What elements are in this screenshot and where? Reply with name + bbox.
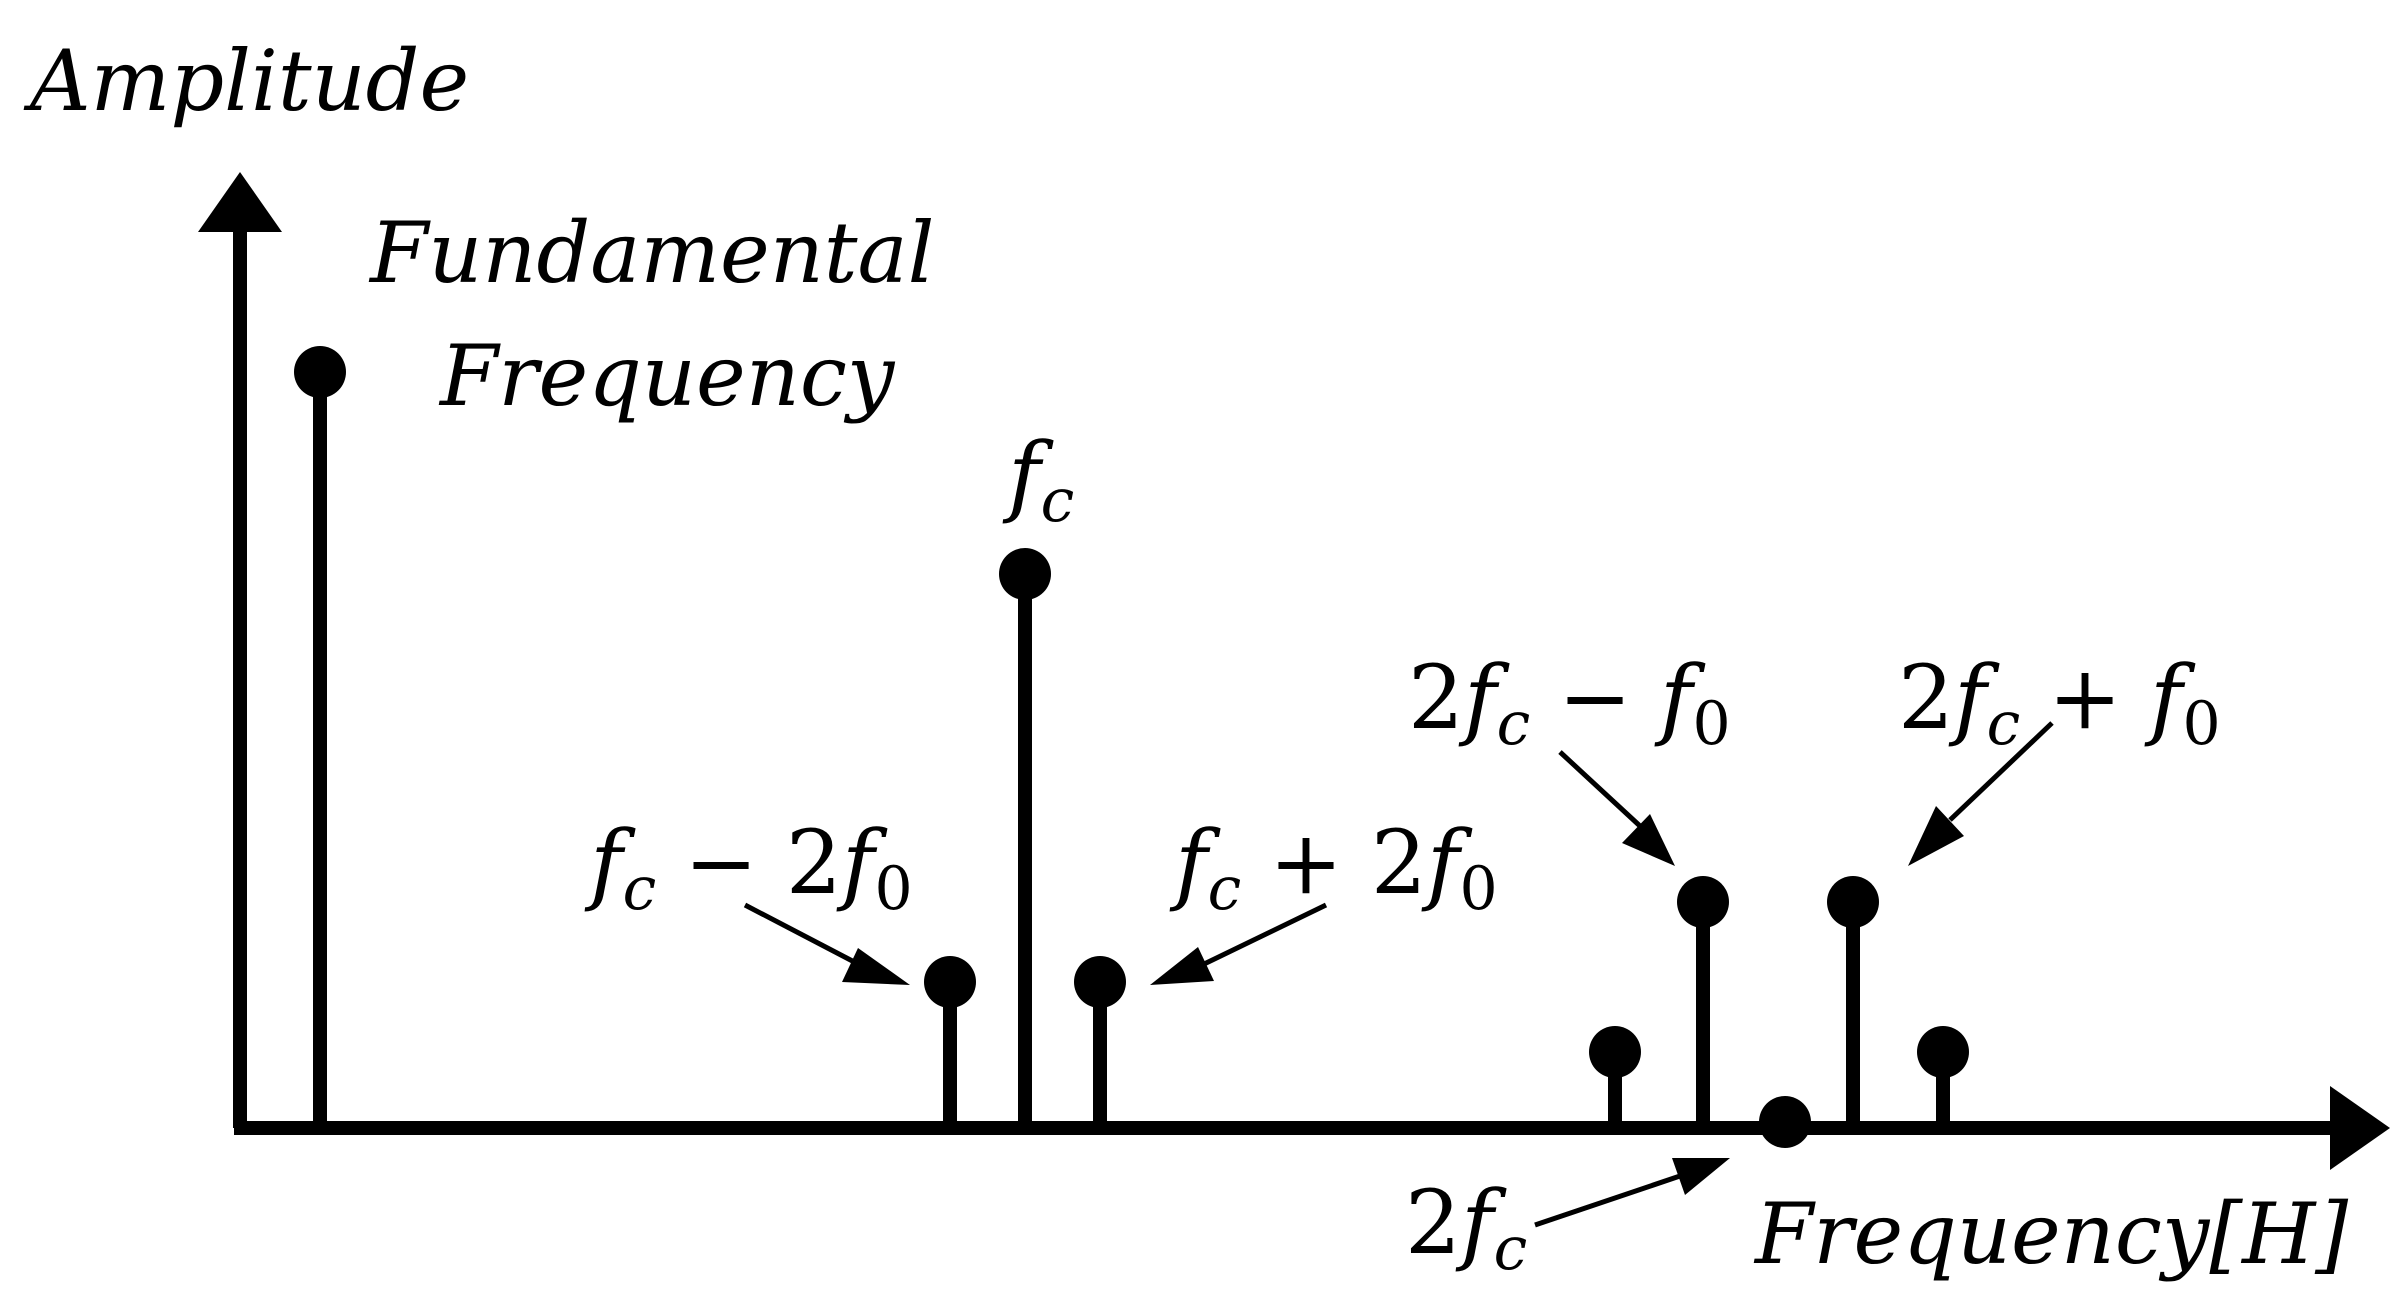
- twofc-label: 2fc: [1405, 1171, 1527, 1284]
- fc-minus-2f0-label: fc − 2f0: [584, 811, 913, 924]
- arrow-2fc: [1534, 1173, 1681, 1228]
- arrow-fc-plus-2f0-head: [1150, 947, 1214, 985]
- annotation-arrows: [743, 721, 2054, 1228]
- stem-fc-minus-2f0-head: [924, 956, 976, 1008]
- arrow-2fc-plus-f0-head: [1908, 806, 1964, 866]
- arrow-2fc-head: [1672, 1158, 1730, 1195]
- arrow-2fc-minus-f0-head: [1622, 814, 1675, 866]
- twofc-minus-f0-label: 2fc − f0: [1408, 646, 1731, 759]
- fundamental-label-line1: Fundamental: [368, 204, 935, 302]
- arrow-fc-minus-2f0-head: [842, 948, 910, 985]
- stems: [294, 346, 1969, 1148]
- stem-fundamental-head: [294, 346, 346, 398]
- y-axis-arrowhead: [198, 172, 282, 232]
- arrow-2fc-minus-f0: [1558, 750, 1642, 828]
- fc-plus-2f0-label: fc + 2f0: [1169, 811, 1498, 924]
- arrow-fc-minus-2f0: [743, 902, 864, 969]
- stem-fc-head: [999, 548, 1051, 600]
- fc-label: fc: [1002, 423, 1074, 536]
- stem-2fc-minus-f0-head: [1677, 876, 1729, 928]
- fundamental-label-line2: Frequency: [438, 327, 896, 425]
- x-axis-arrowhead: [2330, 1086, 2390, 1170]
- stem-2fc-head: [1759, 1096, 1811, 1148]
- stem-fc-plus-2f0-head: [1074, 956, 1126, 1008]
- x-axis-label: Frequency[H]: [1753, 1185, 2348, 1283]
- arrow-fc-plus-2f0: [1198, 902, 1328, 969]
- twofc-plus-f0-label: 2fc + f0: [1898, 646, 2221, 759]
- arrow-2fc-plus-f0: [1948, 721, 2054, 822]
- stem-2fc-plus-f0-head: [1827, 876, 1879, 928]
- stem-2fc-minus-3f0-head: [1589, 1026, 1641, 1078]
- stem-2fc-plus-3f0-head: [1917, 1026, 1969, 1078]
- y-axis-label: Amplitude: [23, 32, 469, 130]
